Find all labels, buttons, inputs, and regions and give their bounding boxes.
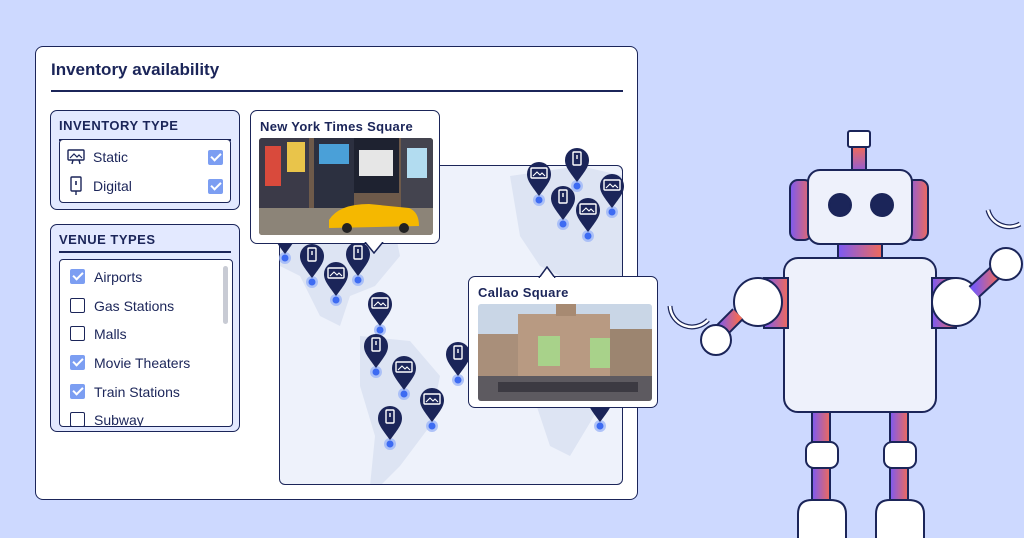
map-pin-digital[interactable] xyxy=(375,404,405,450)
title-divider xyxy=(51,90,623,92)
panel-divider xyxy=(59,251,231,253)
venue-option-movie-theaters[interactable]: Movie Theaters xyxy=(60,349,232,377)
venue-option-label: Malls xyxy=(94,326,127,342)
popup-title: Callao Square xyxy=(478,285,569,300)
venue-types-list[interactable]: Airports Gas Stations Malls Movie Theate… xyxy=(59,259,233,427)
venue-option-label: Gas Stations xyxy=(94,298,175,314)
gas-stations-checkbox[interactable] xyxy=(70,298,85,313)
inventory-option-label: Digital xyxy=(93,178,132,194)
map-pin-static[interactable] xyxy=(321,260,351,306)
map-pin-static[interactable] xyxy=(524,160,554,206)
venue-option-label: Train Stations xyxy=(94,384,180,400)
airports-checkbox[interactable] xyxy=(70,269,85,284)
venue-option-malls[interactable]: Malls xyxy=(60,320,232,348)
venue-option-airports[interactable]: Airports xyxy=(60,263,232,291)
callao-square-photo xyxy=(478,304,652,401)
card-title: Inventory availability xyxy=(51,60,220,79)
static-checkbox[interactable] xyxy=(208,150,223,165)
inventory-type-list: Static Digital xyxy=(59,139,231,203)
map-pin-digital[interactable] xyxy=(297,242,327,288)
digital-checkbox[interactable] xyxy=(208,179,223,194)
map-pin-digital[interactable] xyxy=(443,340,473,386)
venue-option-label: Subway xyxy=(94,412,144,427)
billboard-icon xyxy=(67,149,85,165)
venue-option-train-stations[interactable]: Train Stations xyxy=(60,378,232,406)
map-pin-digital[interactable] xyxy=(562,146,592,192)
map-pin-digital[interactable] xyxy=(361,332,391,378)
map-pin-static[interactable] xyxy=(365,290,395,336)
train-stations-checkbox[interactable] xyxy=(70,384,85,399)
inventory-option-digital[interactable]: Digital xyxy=(60,172,230,200)
map-pin-digital[interactable] xyxy=(343,240,373,286)
subway-checkbox[interactable] xyxy=(70,412,85,426)
popup-title: New York Times Square xyxy=(260,119,413,134)
malls-checkbox[interactable] xyxy=(70,326,85,341)
inventory-type-heading: INVENTORY TYPE xyxy=(59,118,179,133)
popup-pointer xyxy=(364,242,384,254)
venue-types-heading: VENUE TYPES xyxy=(59,232,156,247)
robot-illustration xyxy=(667,130,1023,538)
times-square-photo xyxy=(259,138,433,235)
venue-option-label: Movie Theaters xyxy=(94,355,191,371)
popup-new-york[interactable]: New York Times Square xyxy=(250,110,440,244)
inventory-type-panel: INVENTORY TYPE Static Digital xyxy=(50,110,240,210)
inventory-option-static[interactable]: Static xyxy=(60,143,230,171)
digital-screen-icon xyxy=(70,176,82,195)
map-pin-static[interactable] xyxy=(573,196,603,242)
inventory-option-label: Static xyxy=(93,149,129,165)
venue-types-panel: VENUE TYPES Airports Gas Stations Malls … xyxy=(50,224,240,432)
map-pin-static[interactable] xyxy=(389,354,419,400)
venue-list-scrollbar[interactable] xyxy=(223,266,228,324)
map-pin-static[interactable] xyxy=(417,386,447,432)
venue-option-label: Airports xyxy=(94,269,143,285)
popup-pointer xyxy=(538,266,556,278)
movie-theaters-checkbox[interactable] xyxy=(70,355,85,370)
venue-option-subway[interactable]: Subway xyxy=(60,406,232,427)
venue-option-gas-stations[interactable]: Gas Stations xyxy=(60,292,232,320)
popup-callao[interactable]: Callao Square xyxy=(468,276,658,408)
map-pin-static[interactable] xyxy=(597,172,627,218)
map-pin-digital[interactable] xyxy=(548,184,578,230)
